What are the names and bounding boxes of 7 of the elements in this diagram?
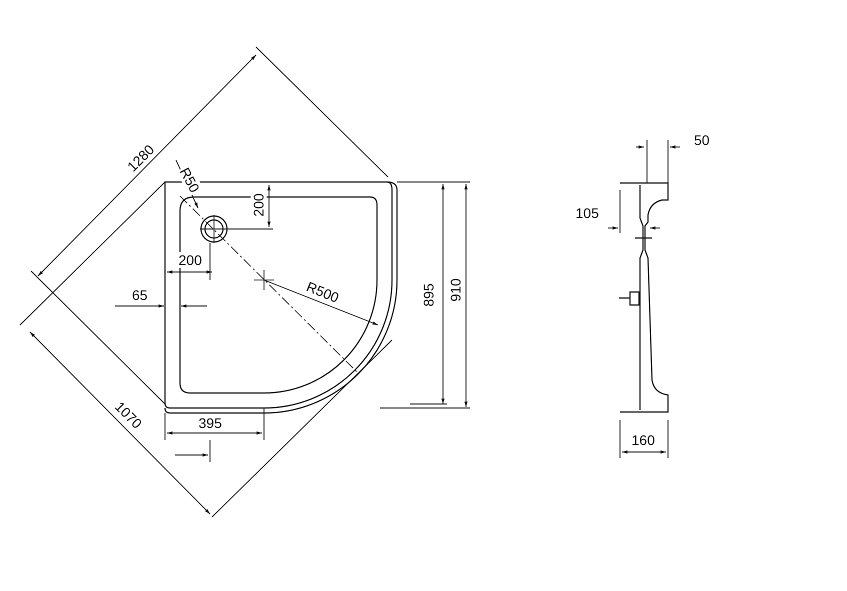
- dimension-text: 105: [574, 205, 600, 221]
- dimension-text: 50: [693, 132, 711, 148]
- dimension-text: 395: [198, 415, 223, 431]
- dimension-text: 65: [131, 287, 149, 303]
- dimension-text: 200: [178, 252, 203, 268]
- dimension-text: 160: [630, 432, 656, 448]
- dimension-text: 200: [250, 192, 266, 218]
